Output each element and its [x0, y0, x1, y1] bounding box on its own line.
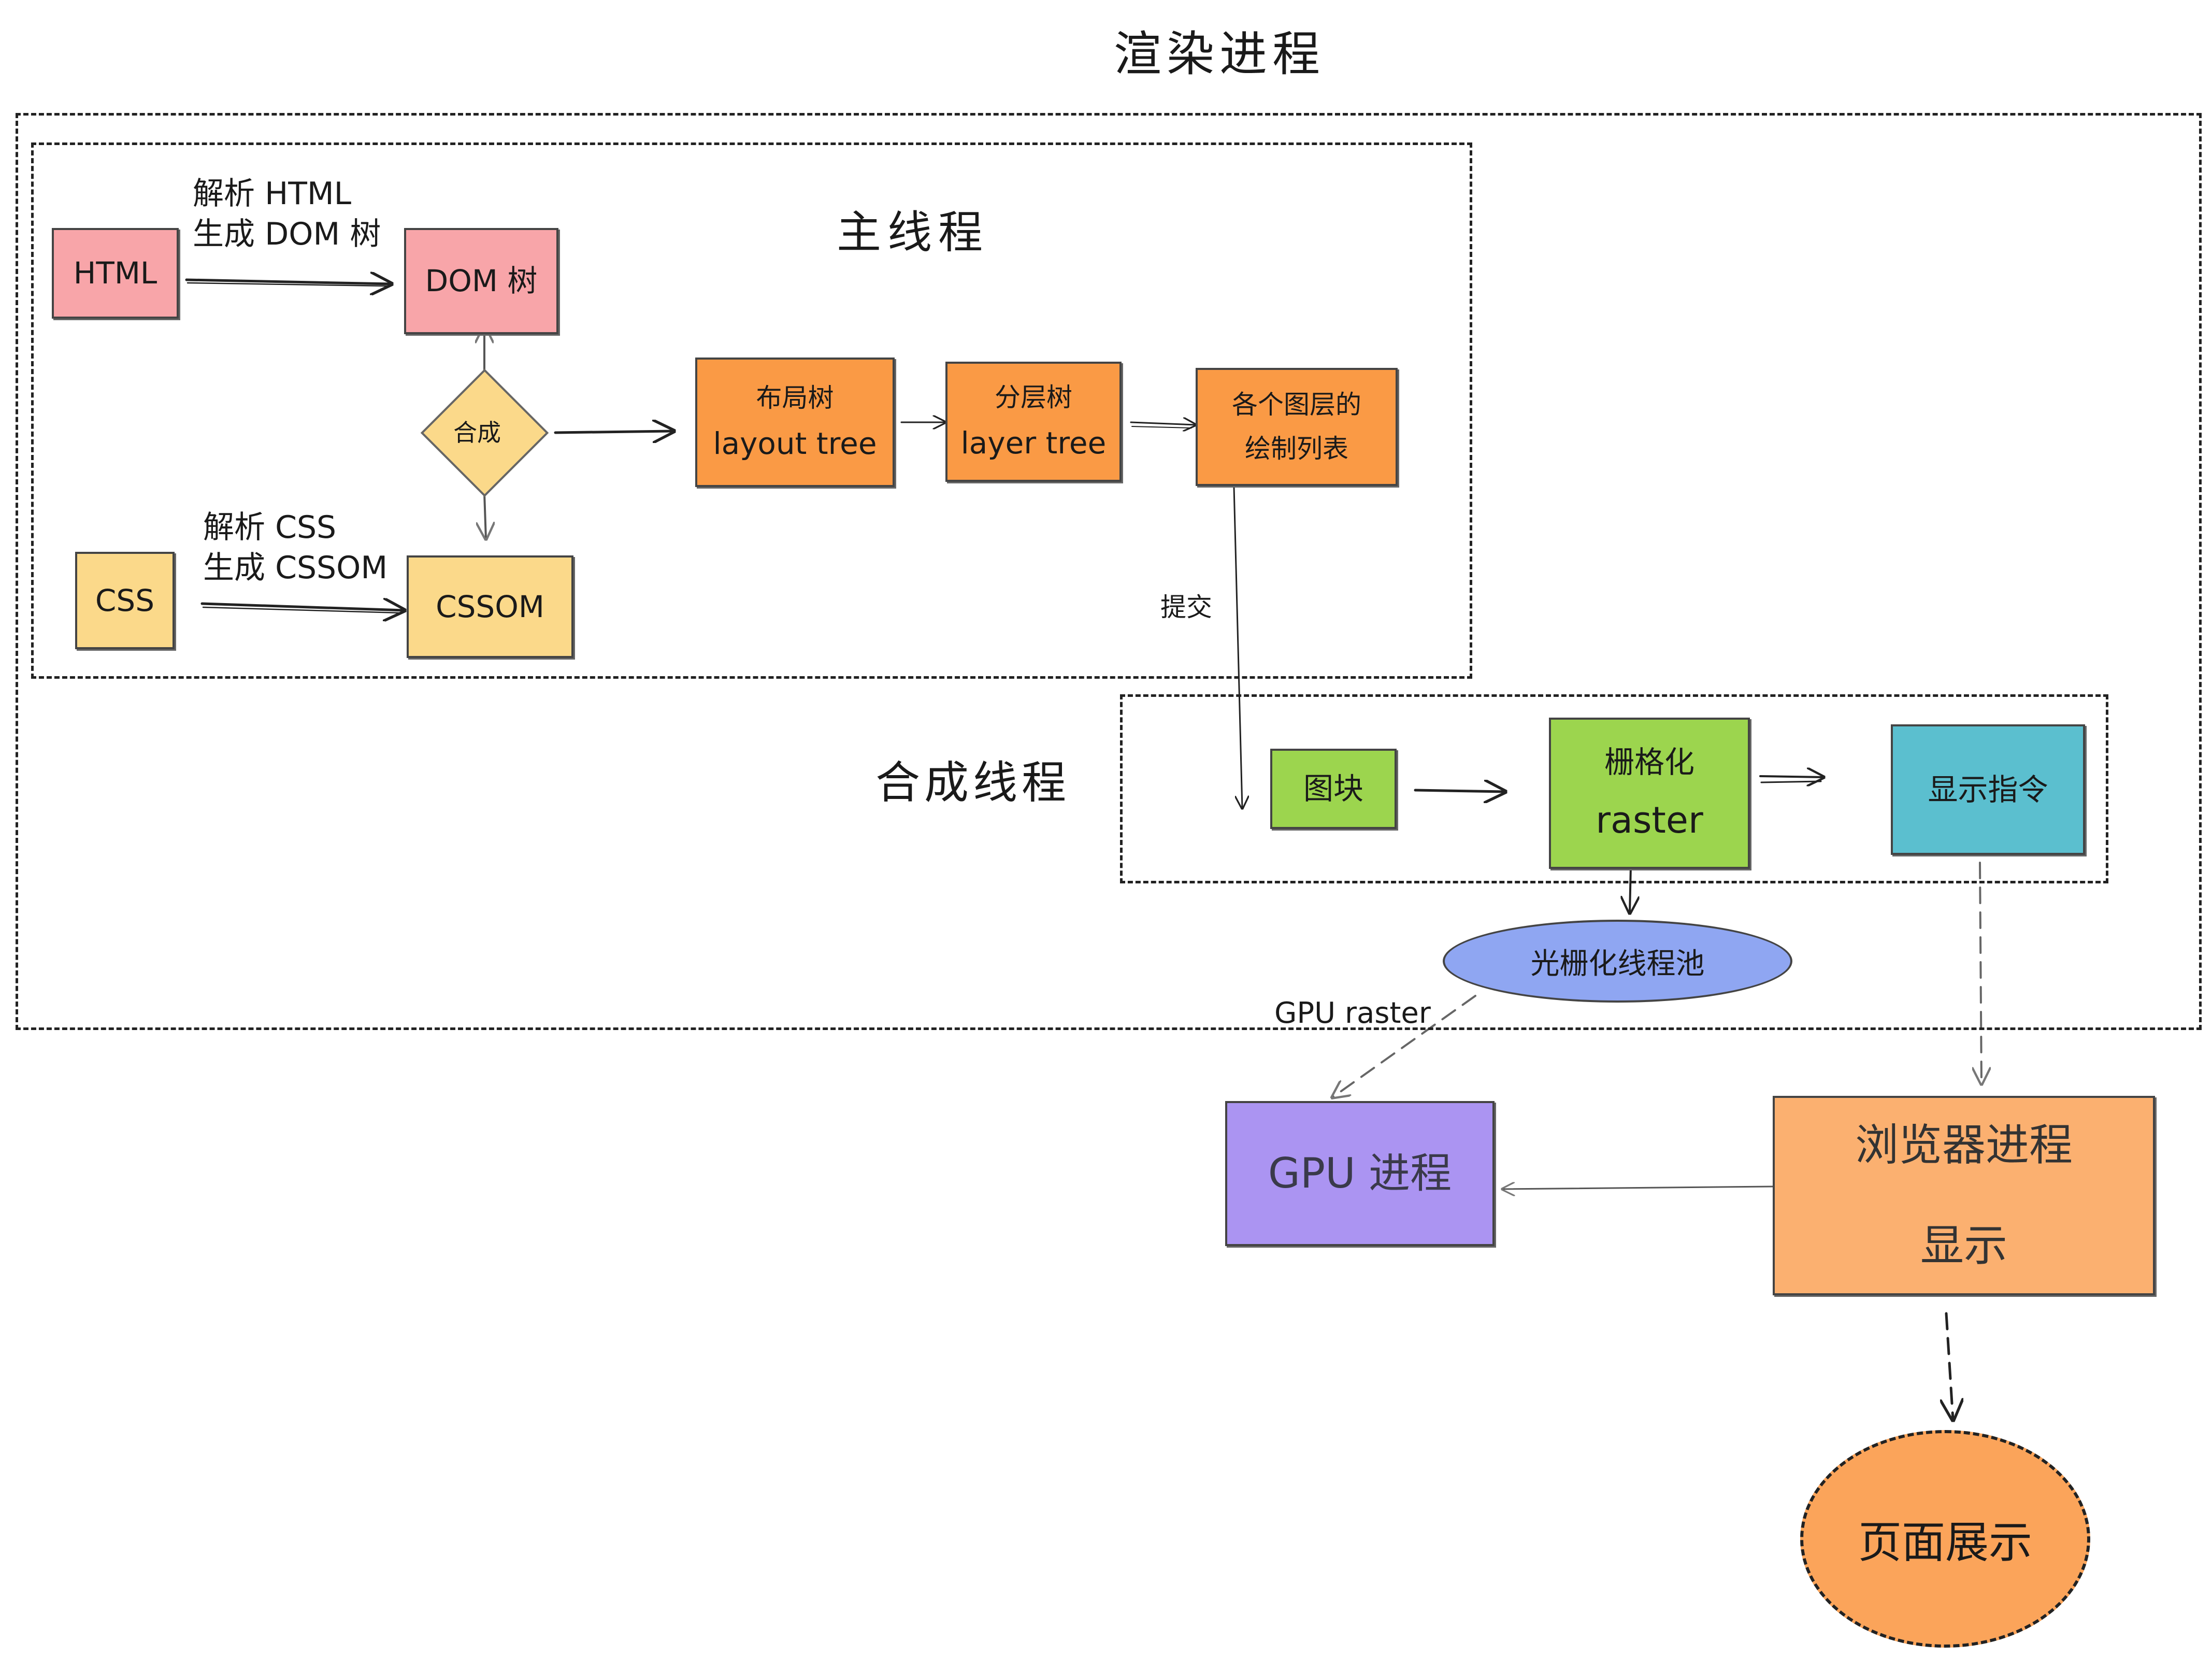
arrow-combine-cssom: [484, 492, 486, 539]
browser-process-node: 浏览器进程 显示: [1773, 1096, 2155, 1295]
main-thread-region: [31, 142, 1472, 679]
arrow-html-dom: [185, 280, 391, 284]
arrow-raster-pool: [1630, 865, 1631, 913]
combine-label: 合成: [453, 419, 501, 447]
gpu-raster-label: GPU raster: [1274, 996, 1431, 1030]
compositor-thread-label: 合成线程: [875, 757, 1070, 809]
cssom-node: CSSOM: [407, 555, 573, 658]
layout-tree-node: 布局树 layout tree: [695, 358, 895, 487]
tiles-node: 图块: [1270, 749, 1397, 829]
html-node: HTML: [52, 228, 179, 319]
gpu-process-node: GPU 进程: [1225, 1101, 1495, 1246]
renderer-process-title: 渲染进程: [1114, 26, 1326, 82]
commit-label: 提交: [1160, 592, 1212, 622]
page-display-node: 页面展示: [1800, 1430, 2090, 1648]
arrow-pool-gpu: [1332, 995, 1476, 1097]
raster-node: 栅格化 raster: [1549, 718, 1750, 869]
layer-tree-node: 分层树 layer tree: [945, 362, 1122, 482]
parse-html-label: 解析 HTML 生成 DOM 树: [193, 176, 381, 252]
draw-quad-node: 显示指令: [1891, 724, 2085, 855]
parse-css-label: 解析 CSS 生成 CSSOM: [203, 509, 388, 586]
renderer-process-region: [16, 113, 2202, 1030]
dom-tree-node: DOM 树: [404, 228, 558, 334]
arrow-commit: [1233, 486, 1242, 808]
arrow-raster-drawquad: [1759, 776, 1823, 777]
raster-thread-pool-node: 光栅化线程池: [1443, 920, 1792, 1003]
arrow-css-cssom: [200, 604, 404, 610]
css-node: CSS: [75, 552, 175, 649]
main-thread-label: 主线程: [837, 207, 989, 259]
arrow-layer-paint: [1130, 422, 1196, 425]
arrow-browser-gpu: [1502, 1187, 1774, 1189]
arrow-browser-page: [1946, 1312, 1953, 1420]
compositor-thread-region: [1120, 694, 2108, 883]
arrow-drawquad-browser: [1980, 862, 1981, 1084]
arrow-combine-layout: [554, 431, 673, 433]
arrow-tiles-raster: [1414, 790, 1505, 792]
paint-list-node: 各个图层的 绘制列表: [1196, 368, 1398, 486]
